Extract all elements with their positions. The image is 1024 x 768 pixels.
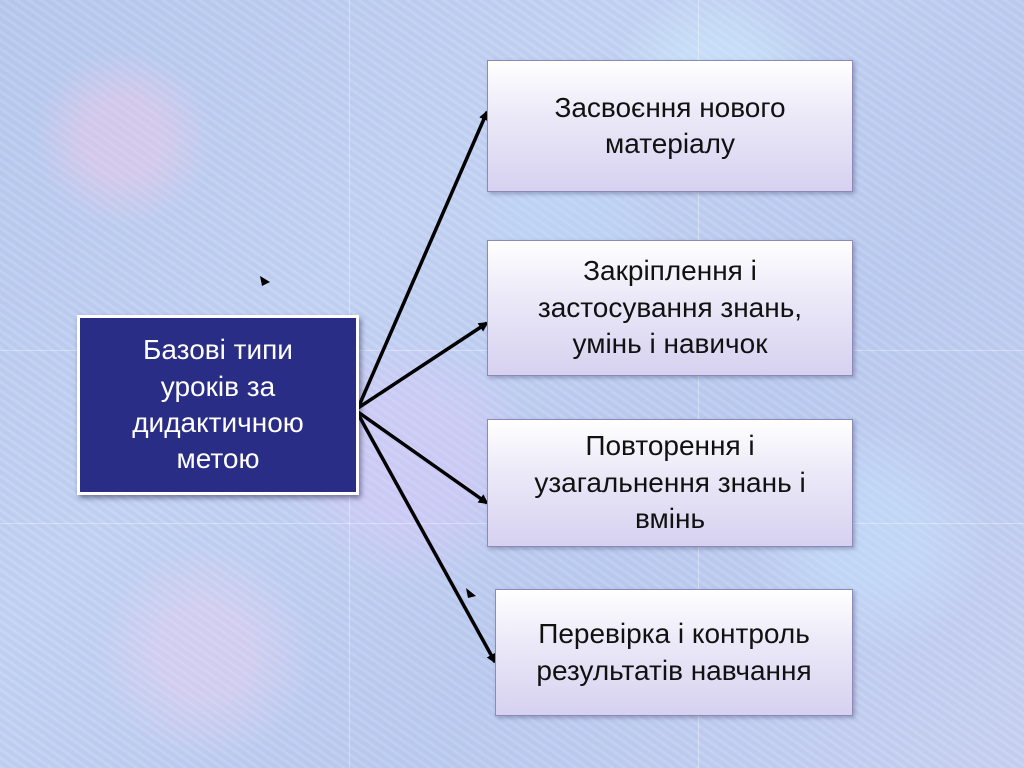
arrow-to-child-2 (357, 321, 489, 410)
child-node-label: Повторення і узагальнення знань і вмінь (534, 430, 806, 535)
child-node-label: Закріплення і застосування знань, умінь … (537, 255, 803, 360)
child-node-3: Повторення і узагальнення знань і вмінь (487, 419, 853, 547)
root-node-label: Базові типи уроків за дидактичною метою (132, 334, 304, 475)
child-node-4: Перевірка і контроль результатів навчанн… (495, 589, 853, 716)
arrow-to-child-4 (356, 413, 497, 664)
child-node-1: Засвоєння нового матеріалу (487, 60, 853, 192)
child-node-label: Засвоєння нового матеріалу (554, 91, 786, 159)
stray-arrowhead-mark (260, 276, 270, 286)
child-node-label: Перевірка і контроль результатів навчанн… (536, 618, 812, 686)
root-node: Базові типи уроків за дидактичною метою (77, 315, 359, 495)
child-node-2: Закріплення і застосування знань, умінь … (487, 240, 853, 376)
stray-arrowhead-mark (466, 588, 476, 598)
background-tile-line (698, 0, 699, 768)
arrow-to-child-3 (356, 410, 489, 505)
arrow-to-child-1 (356, 110, 489, 409)
